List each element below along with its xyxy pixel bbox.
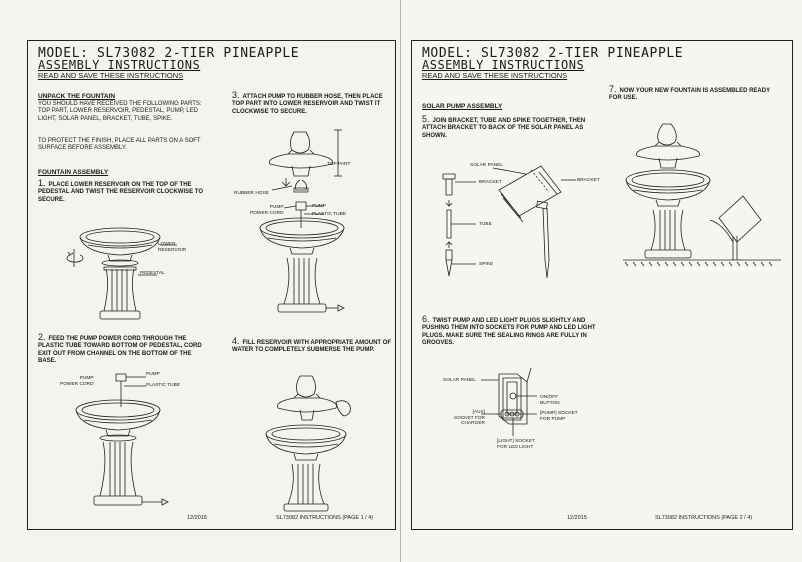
light-socket-label-line2: FOR LED LIGHT [497, 444, 534, 450]
footer-date-1: 12/2015 [187, 515, 207, 521]
solar-panel-label-5: SOLAR PANEL [470, 163, 503, 168]
step-2-text: FEED THE PUMP POWER CORD THROUGH THE PLA… [38, 336, 202, 365]
pump-socket-label-line1: [PUMP] SOCKET [540, 411, 578, 416]
step-3-illustration [248, 128, 388, 318]
assembly-heading: ASSEMBLY INSTRUCTIONS [422, 58, 585, 72]
model-title: MODEL: SL73082 2-TIER PINEAPPLE [38, 46, 300, 61]
power-cord-label-2-line2: POWER CORD [60, 381, 94, 387]
lower-reservoir-label-line2: RESERVOIR [158, 247, 187, 253]
step-6-text: TWIST PUMP AND LED LIGHT PLUGS SLIGHTLY … [422, 318, 596, 347]
step-7-illustration [623, 120, 783, 270]
step-5: 5.JOIN BRACKET, TUBE AND SPIKE TOGETHER,… [422, 114, 594, 140]
protect-text: TO PROTECT THE FINISH, PLACE ALL PARTS O… [38, 138, 201, 152]
on-off-label-line2: BUTTON [540, 400, 560, 406]
plastic-tube-label-3: PLASTIC TUBE [312, 212, 347, 217]
pump-label-2: PUMP [146, 372, 160, 377]
plastic-tube-label-2: PLASTIC TUBE [146, 383, 181, 388]
step-7-number: 7. [609, 84, 617, 94]
power-cord-label-3-line1: PUMP [269, 205, 284, 210]
bracket-left-label: BRACKET [479, 180, 502, 185]
pedestal-label: PEDESTAL [140, 271, 165, 276]
step-5-text: JOIN BRACKET, TUBE AND SPIKE TOGETHER, T… [422, 118, 586, 139]
solar-pump-heading: SOLAR PUMP ASSEMBLY [422, 103, 503, 110]
instruction-page-2: MODEL: SL73082 2-TIER PINEAPPLE ASSEMBLY… [401, 0, 802, 562]
step-4: 4.FILL RESERVOIR WITH APPROPRIATE AMOUNT… [232, 336, 392, 355]
on-off-label-line1: ON/OFF [540, 395, 559, 400]
step-3: 3.ATTACH PUMP TO RUBBER HOSE, THEN PLACE… [232, 90, 392, 116]
unpack-text: YOU SHOULD HAVE RECEIVED THE FOLLOWING P… [38, 101, 202, 122]
pump-socket-label-line2: FOR PUMP [540, 416, 566, 422]
instruction-page-1: MODEL: SL73082 2-TIER PINEAPPLE ASSEMBLY… [0, 0, 401, 562]
step-5-number: 5. [422, 114, 430, 124]
step-4-illustration [266, 372, 366, 512]
page-border [27, 40, 396, 530]
step-2-illustration [58, 372, 198, 512]
step-4-number: 4. [232, 336, 240, 346]
assembly-heading: ASSEMBLY INSTRUCTIONS [38, 58, 201, 72]
power-cord-label-3-line2: POWER CORD [250, 210, 284, 216]
aux-label-line3: CHARGER [461, 421, 485, 426]
read-save-notice: READ AND SAVE THESE INSTRUCTIONS [38, 71, 184, 80]
step-7-text: NOW YOUR NEW FOUNTAIN IS ASSEMBLED READY… [609, 88, 770, 102]
power-cord-label-2-line1: PUMP [79, 376, 94, 381]
fountain-assembly-heading: FOUNTAIN ASSEMBLY [38, 169, 109, 176]
step-6-illustration [441, 368, 591, 458]
step-2-number: 2. [38, 332, 46, 342]
step-6: 6.TWIST PUMP AND LED LIGHT PLUGS SLIGHTL… [422, 314, 598, 348]
step-1-text: PLACE LOWER RESERVOIR ON THE TOP OF THE … [38, 182, 204, 203]
footer-date-2: 12/2015 [567, 515, 587, 521]
step-1-number: 1. [38, 178, 46, 188]
footer-page-1: SL73082 INSTRUCTIONS (PAGE 1 / 4) [276, 515, 374, 521]
top-part-label: TOP PART [327, 162, 351, 167]
step-1-illustration [60, 215, 200, 325]
read-save-notice: READ AND SAVE THESE INSTRUCTIONS [422, 71, 568, 80]
step-6-number: 6. [422, 314, 430, 324]
step-3-number: 3. [232, 90, 240, 100]
spike-label: SPIKE [479, 262, 494, 267]
step-3-text: ATTACH PUMP TO RUBBER HOSE, THEN PLACE T… [232, 94, 383, 115]
aux-label-line1: [AUX] [472, 410, 485, 415]
pump-label-3: PUMP [312, 204, 326, 209]
step-7: 7.NOW YOUR NEW FOUNTAIN IS ASSEMBLED REA… [609, 84, 779, 103]
lower-reservoir-label-line1: LOWER [158, 242, 176, 247]
step-4-text: FILL RESERVOIR WITH APPROPRIATE AMOUNT O… [232, 340, 392, 354]
unpack-heading: UNPACK THE FOUNTAIN [38, 93, 116, 100]
tube-label: TUBE [479, 222, 492, 227]
aux-label-line2: SOCKET FOR [453, 415, 485, 421]
step-5-illustration [421, 160, 601, 290]
solar-panel-label-6: SOLAR PANEL [443, 378, 476, 383]
rubber-hose-label: RUBBER HOSE [234, 191, 269, 196]
bracket-right-label: BRACKET [577, 178, 600, 183]
step-1: 1.PLACE LOWER RESERVOIR ON THE TOP OF TH… [38, 178, 208, 204]
page-border [411, 40, 793, 530]
footer-page-2: SL73082 INSTRUCTIONS (PAGE 2 / 4) [655, 515, 753, 521]
model-title: MODEL: SL73082 2-TIER PINEAPPLE [422, 46, 684, 61]
light-socket-label-line1: [LIGHT] SOCKET [497, 439, 535, 444]
step-2: 2.FEED THE PUMP POWER CORD THROUGH THE P… [38, 332, 210, 366]
